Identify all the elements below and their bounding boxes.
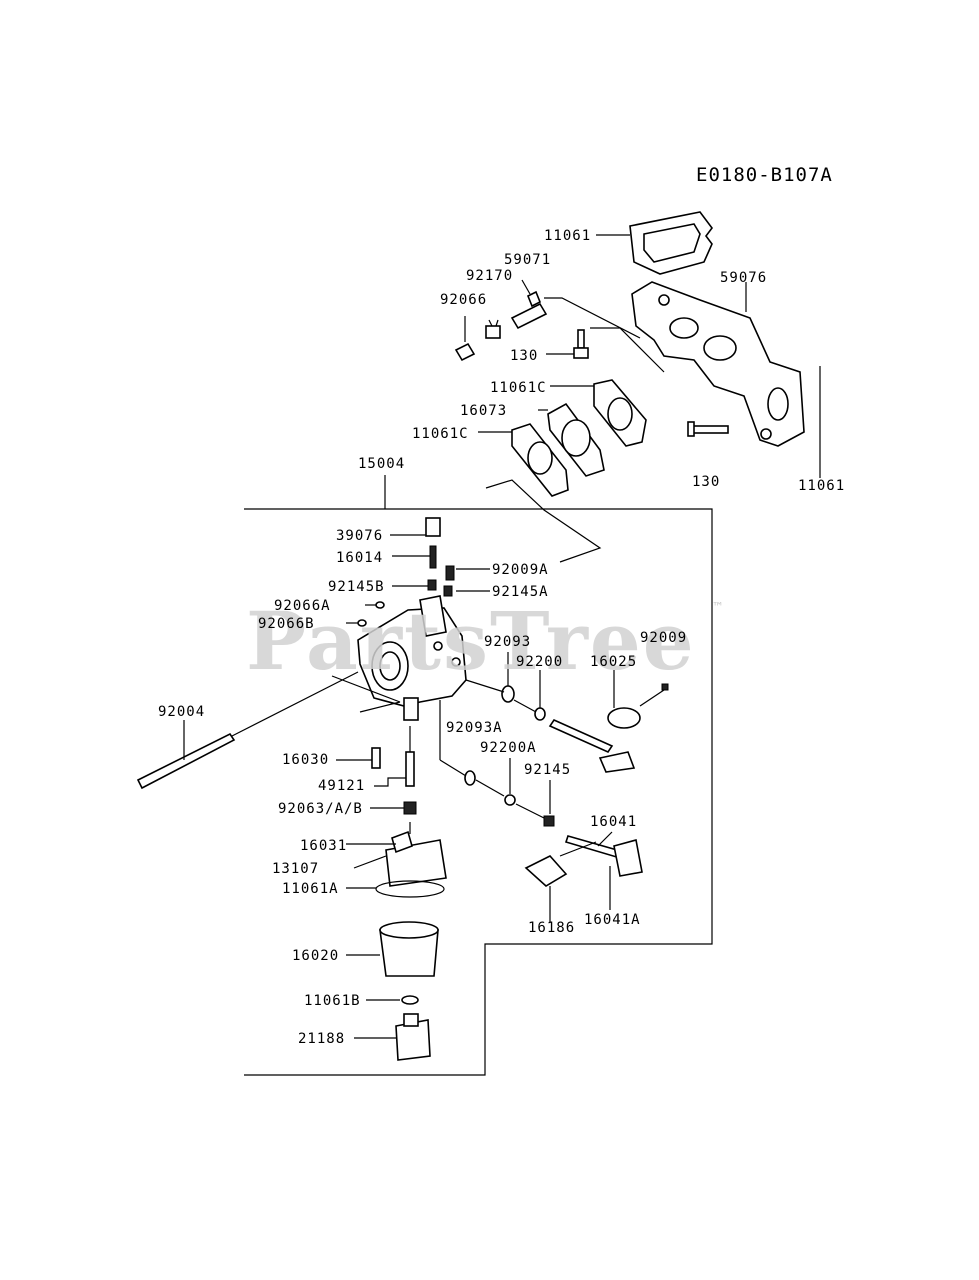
float-bowl-16020 [346,921,439,977]
gasket-11061A [346,880,445,898]
throttle-shaft-16025 [548,670,669,773]
label-92063-a-b[interactable]: 92063/A/B [278,801,363,817]
diagram-code: E0180-B107A [696,164,833,186]
label-11061-right[interactable]: 11061 [798,478,846,494]
label-16041A[interactable]: 16041A [584,912,641,928]
cap-39076 [390,517,441,537]
label-92093[interactable]: 92093 [484,634,532,650]
label-92009[interactable]: 92009 [640,630,688,646]
label-11061-top[interactable]: 11061 [544,228,592,244]
label-11061B[interactable]: 11061B [304,993,361,1009]
gasket-11061C-upper [550,379,647,447]
label-21188[interactable]: 21188 [298,1031,346,1047]
label-92170[interactable]: 92170 [466,268,514,284]
gasket-11061-top [596,211,713,275]
label-16186[interactable]: 16186 [528,920,576,936]
washer-92200 [513,670,546,721]
screw-92004 [136,671,359,790]
label-59076[interactable]: 59076 [720,270,768,286]
label-16020[interactable]: 16020 [292,948,340,964]
choke-shaft-16041 [559,831,643,877]
label-92009A[interactable]: 92009A [492,562,549,578]
bolt-130-a [546,329,589,359]
label-92200A[interactable]: 92200A [480,740,537,756]
seal-92093 [465,652,515,703]
cap-92066 [454,316,476,362]
gasket-11061C-lower [478,423,569,497]
jet-92063 [370,801,417,815]
label-39076[interactable]: 39076 [336,528,384,544]
pin-16030 [336,747,381,769]
carburetor-body [357,595,467,721]
label-16030[interactable]: 16030 [282,752,330,768]
label-92145A[interactable]: 92145A [492,584,549,600]
label-92004[interactable]: 92004 [158,704,206,720]
intake-manifold-59076 [631,281,805,447]
label-92066B[interactable]: 92066B [258,616,315,632]
label-92145B[interactable]: 92145B [328,579,385,595]
label-11061A[interactable]: 11061A [282,881,339,897]
label-130-b[interactable]: 130 [692,474,721,490]
gasket-11061B [366,995,419,1005]
label-92145[interactable]: 92145 [524,762,572,778]
label-11061C-b[interactable]: 11061C [412,426,469,442]
label-16073[interactable]: 16073 [460,403,508,419]
watermark-trademark: ™ [712,600,724,614]
assembly-boundary [244,475,713,1076]
needle-16014 [392,545,437,569]
label-13107[interactable]: 13107 [272,861,320,877]
label-16025[interactable]: 16025 [590,654,638,670]
label-92200[interactable]: 92200 [516,654,564,670]
bolt-130-b [687,421,729,437]
label-92093A[interactable]: 92093A [446,720,503,736]
screw-92009A [445,565,490,581]
choke-plate-16186 [524,855,611,922]
jet-92145B [392,579,437,591]
washer-92200A [504,758,545,819]
label-16014[interactable]: 16014 [336,550,384,566]
jet-92145A [443,585,490,597]
label-49121[interactable]: 49121 [318,778,366,794]
float-16031 [346,830,447,887]
label-130-a[interactable]: 130 [510,348,539,364]
label-92066A[interactable]: 92066A [274,598,331,614]
fitting-59071 [510,279,548,330]
valve-49121 [374,726,415,787]
label-11061C-a[interactable]: 11061C [490,380,547,396]
label-15004[interactable]: 15004 [358,456,406,472]
seal-92093A [439,700,505,797]
solenoid-21188 [354,1013,431,1061]
spacer-16073 [538,402,605,477]
nut-92145 [543,780,555,827]
label-16031[interactable]: 16031 [300,838,348,854]
clamp-92170 [485,319,501,339]
label-16041[interactable]: 16041 [590,814,638,830]
label-92066[interactable]: 92066 [440,292,488,308]
label-59071[interactable]: 59071 [504,252,552,268]
watermark: PartsTree [246,594,696,688]
